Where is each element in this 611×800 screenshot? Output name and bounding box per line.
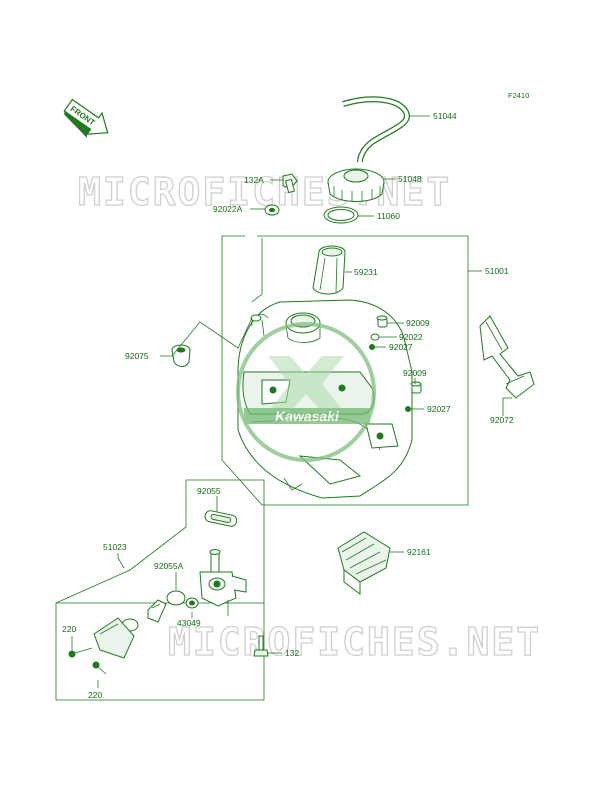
pad-92161 (337, 531, 391, 595)
part-label-92009-b: 92009 (403, 368, 427, 378)
part-label-92009-a: 92009 (406, 318, 430, 328)
bolt-132a (282, 173, 298, 194)
tank-bracket (221, 235, 469, 506)
kawasaki-logo-text: Kawasaki (275, 408, 340, 424)
fitting-92009-a (376, 315, 388, 328)
part-label-59231: 59231 (354, 267, 378, 277)
part-label-11060: 11060 (377, 211, 400, 221)
part-label-92022: 92022 (399, 332, 423, 342)
part-label-51001: 51001 (485, 266, 509, 276)
leader-lines (71, 115, 512, 688)
part-label-132a: 132A (244, 175, 264, 185)
gasket-inner (327, 209, 355, 221)
fuel-cock-body (199, 549, 247, 616)
bolt-132 (253, 635, 269, 657)
part-label-92075: 92075 (125, 351, 149, 361)
part-label-220-b: 220 (88, 690, 102, 700)
gasket-92055 (204, 510, 238, 527)
front-arrow-icon: FRONT (63, 98, 109, 138)
tank-bracket-left (221, 235, 245, 400)
part-label-220-a: 220 (62, 624, 76, 634)
screw-220-a (68, 647, 93, 658)
part-label-92027-a: 92027 (389, 342, 413, 352)
part-label-92055a: 92055A (154, 561, 184, 571)
part-label-51048: 51048 (398, 174, 422, 184)
part-label-92022a: 92022A (213, 204, 243, 214)
part-label-51023: 51023 (103, 542, 127, 552)
grommet-92075 (171, 344, 191, 367)
part-label-92161: 92161 (407, 547, 431, 557)
part-label-92072: 92072 (490, 415, 514, 425)
watermark-top: MICROFICHES.NET (78, 170, 451, 214)
kawasaki-logo: Kawasaki (236, 322, 376, 462)
nut-92027-b (405, 406, 411, 412)
washer-hole (269, 207, 275, 213)
strap-92072 (479, 315, 535, 399)
fitting-92009-b (410, 381, 422, 394)
cock-bracket-diag (55, 480, 187, 604)
lever-plate (93, 617, 135, 659)
filter-59231 (312, 245, 346, 295)
oring-92055a (166, 590, 186, 606)
part-label-92027-b: 92027 (427, 404, 451, 414)
screw-220-b (92, 661, 107, 675)
watermark-bottom: MICROFICHES.NET (168, 620, 541, 664)
part-label-43049: 43049 (177, 618, 201, 628)
fuel-cap (327, 168, 385, 202)
part-label-132: 132 (285, 648, 299, 658)
diagram-code: F2410 (508, 91, 529, 100)
part-label-51044: 51044 (433, 111, 457, 121)
breather-hose (342, 96, 410, 163)
nut-92027-a (369, 344, 375, 350)
part-label-92055: 92055 (197, 486, 221, 496)
washer-92022 (370, 333, 380, 341)
